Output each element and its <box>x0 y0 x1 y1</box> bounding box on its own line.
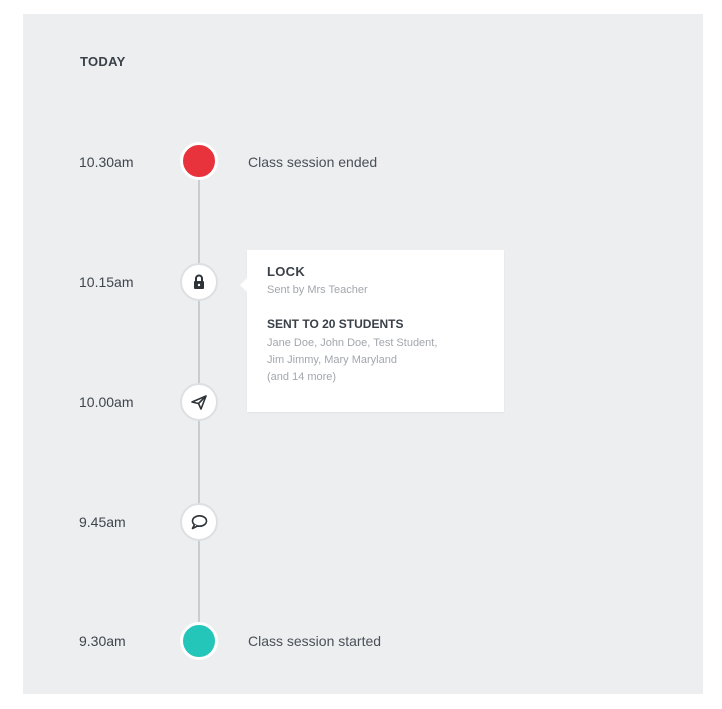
event-time: 9.30am <box>79 633 126 649</box>
popover-sender: Sent by Mrs Teacher <box>267 284 368 296</box>
recipients-line: Jane Doe, John Doe, Test Student, <box>267 337 438 349</box>
event-time: 10.30am <box>79 154 134 170</box>
recipients-line: Jim Jimmy, Mary Maryland <box>267 354 397 366</box>
popover-arrow <box>240 278 247 292</box>
event-label: Class session started <box>248 633 382 649</box>
popover-sent-to-title: SENT TO 20 STUDENTS <box>267 317 404 331</box>
send-icon <box>191 395 207 410</box>
event-time: 9.45am <box>79 514 126 530</box>
timeline-panel: TODAY 10.30am Class session ended 10.15a… <box>23 14 703 694</box>
session-ended-dot[interactable] <box>180 142 218 180</box>
lock-event-node[interactable] <box>180 263 218 301</box>
recipients-more[interactable]: (and 14 more) <box>267 371 337 383</box>
lock-details-popover: LOCK Sent by Mrs Teacher SENT TO 20 STUD… <box>240 250 504 412</box>
message-event-node[interactable] <box>180 503 218 541</box>
timeline-heading: TODAY <box>80 54 126 69</box>
send-event-node[interactable] <box>180 383 218 421</box>
popover-title: LOCK <box>267 264 306 279</box>
event-time: 10.15am <box>79 274 134 290</box>
lock-icon <box>194 274 204 289</box>
popover-recipients: Jane Doe, John Doe, Test Student, Jim Ji… <box>267 335 487 386</box>
event-label: Class session ended <box>248 154 378 170</box>
chat-bubble-icon <box>191 515 208 530</box>
event-time: 10.00am <box>79 394 134 410</box>
session-started-dot[interactable] <box>180 622 218 660</box>
